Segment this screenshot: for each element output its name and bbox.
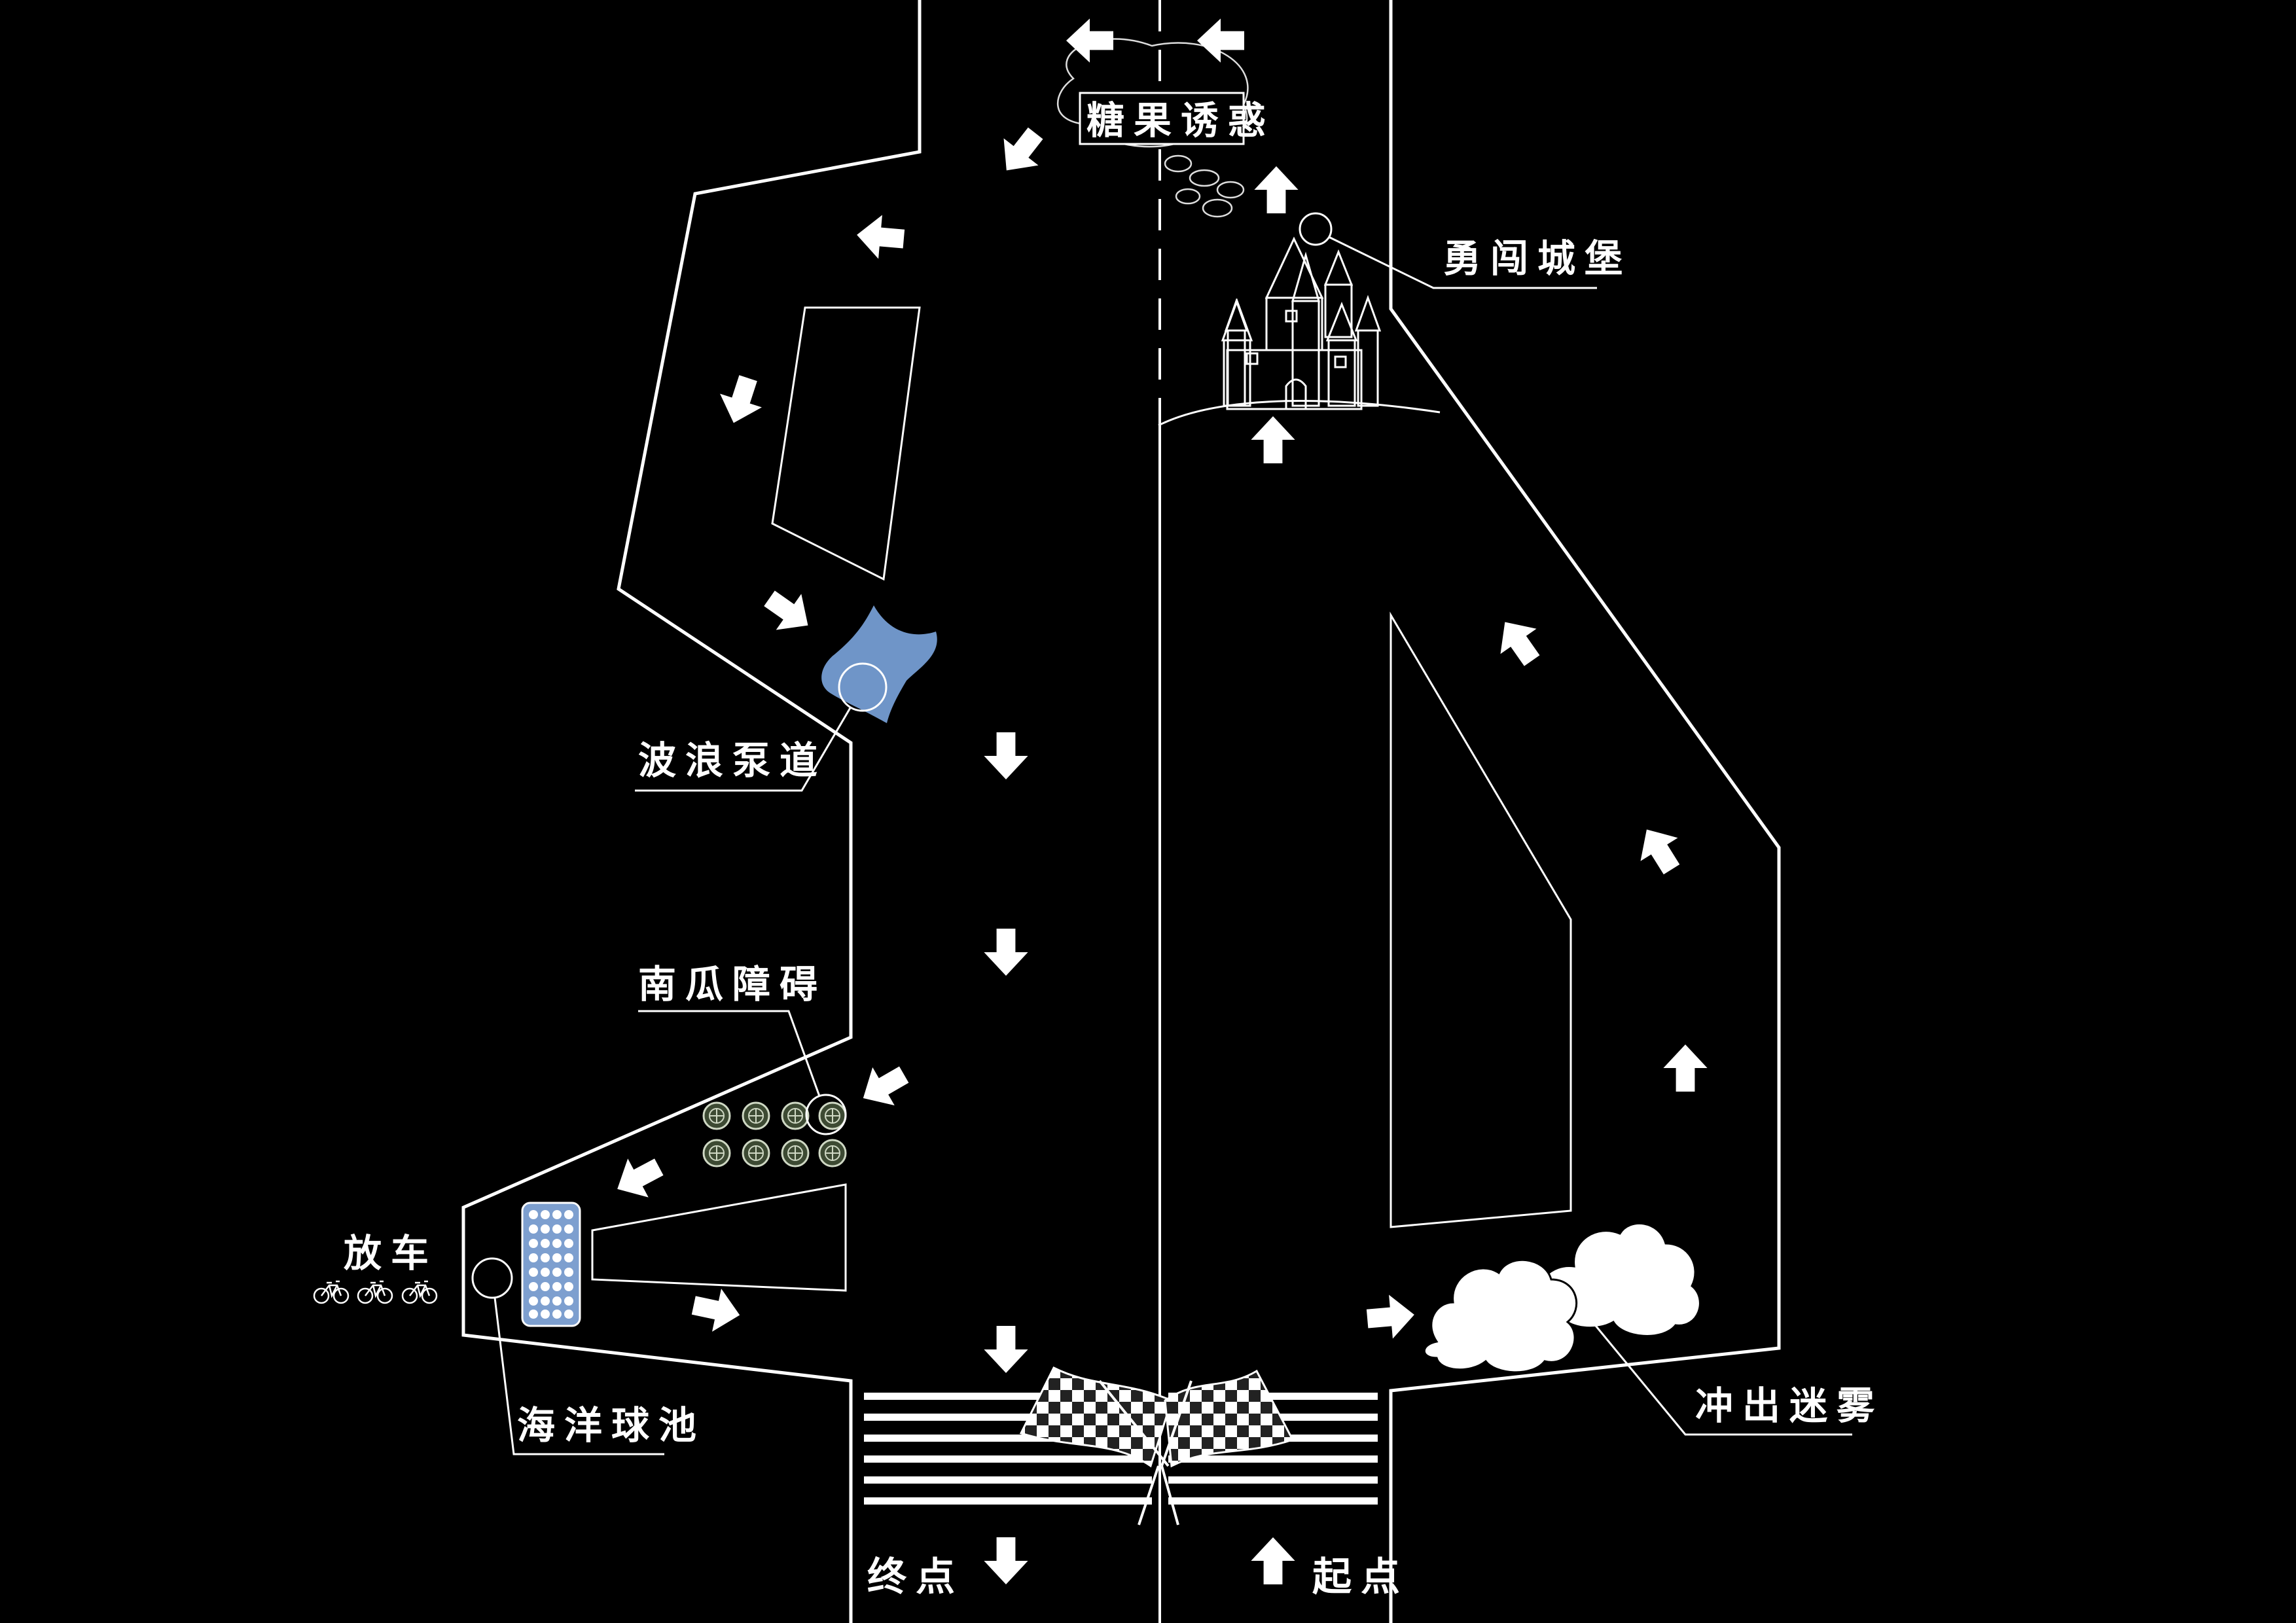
right-island <box>1390 611 1572 1228</box>
fog-leader <box>1586 1315 1852 1436</box>
arrow-icon <box>1486 609 1551 673</box>
bicycle-icon <box>313 1280 438 1304</box>
arrow-icon <box>989 119 1053 185</box>
left-upper-island <box>771 306 921 581</box>
finish-label: 终点 <box>867 1554 964 1600</box>
ball-pool-label: 海洋球池 <box>517 1403 706 1448</box>
arrow-icon <box>1628 817 1691 882</box>
wave-pump-icon <box>821 605 937 723</box>
arrow-icon <box>757 580 821 644</box>
castle-icon <box>1158 236 1441 427</box>
pumpkin-marker <box>805 1094 847 1135</box>
left-lower-island <box>591 1183 847 1292</box>
pumpkin-leader <box>638 1010 821 1097</box>
arrow-icon <box>984 1326 1028 1373</box>
arrow-icon <box>1663 1044 1708 1092</box>
left-outer-boundary <box>461 0 922 1623</box>
arrow-icon <box>855 213 906 261</box>
arrow-icon <box>852 1055 915 1118</box>
candy-label: 糖果诱惑 <box>1086 98 1275 143</box>
castle-leader <box>1328 236 1597 289</box>
wave-label: 波浪泵道 <box>638 738 827 783</box>
cloud-icon <box>1423 1222 1701 1374</box>
release-label: 放车 <box>344 1231 438 1275</box>
right-outer-boundary <box>1389 0 1781 1623</box>
arrow-icon <box>712 371 770 430</box>
ball-pool-icon <box>521 1202 581 1327</box>
start-label: 起点 <box>1312 1554 1409 1600</box>
arrow-icon <box>1251 416 1295 463</box>
finish-stripes <box>864 1393 1152 1505</box>
arrow-icon <box>984 732 1028 779</box>
candy-label-box <box>1079 92 1245 145</box>
arrow-icon <box>689 1283 745 1337</box>
arrow-icon <box>984 929 1028 976</box>
castle-marker <box>1299 212 1333 246</box>
wave-leader <box>635 706 852 792</box>
ball-pool-leader <box>493 1297 664 1455</box>
fog-label: 冲出迷雾 <box>1695 1383 1884 1428</box>
ball-pool-balls <box>529 1210 573 1319</box>
arrow-icon <box>1251 1537 1295 1584</box>
arrow-icon <box>984 1537 1028 1584</box>
arrow-icon <box>1197 18 1244 63</box>
arrow-icon <box>607 1147 670 1209</box>
castle-label: 勇闯城堡 <box>1443 236 1632 281</box>
wave-marker <box>838 662 888 712</box>
pumpkin-label: 南瓜障碍 <box>638 962 827 1007</box>
checkered-flag-icon <box>1019 1366 1295 1525</box>
arrow-icon <box>1254 166 1299 213</box>
ball-pool-marker <box>471 1257 513 1299</box>
arrow-icon <box>1066 18 1113 63</box>
arrow-icon <box>1365 1293 1416 1341</box>
